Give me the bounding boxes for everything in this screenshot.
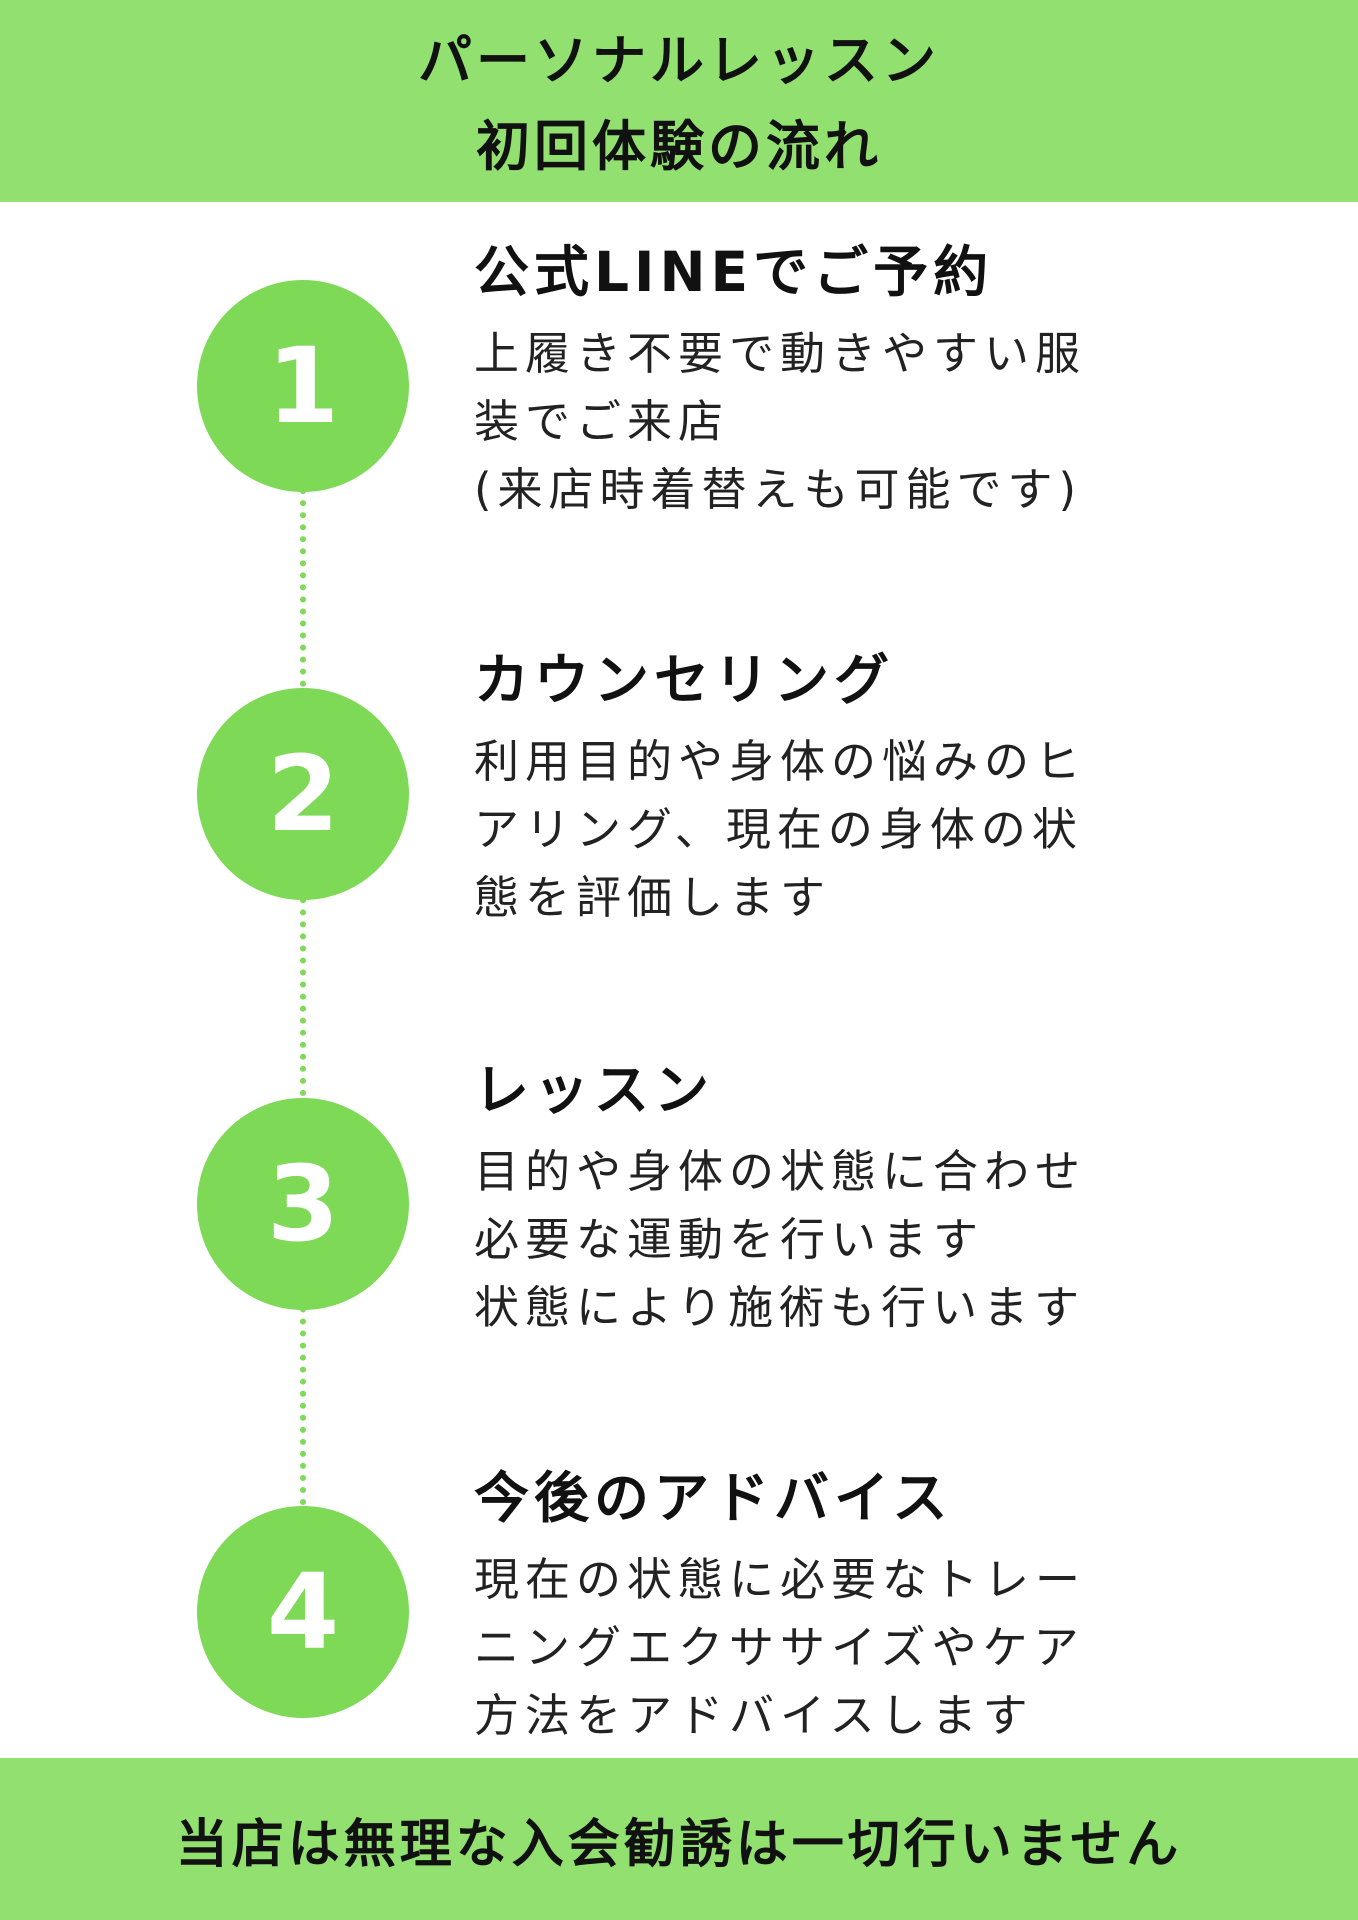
step-2: 2 カウンセリング 利用目的や身体の悩みのヒ アリング、現在の身体の状 態を評価…: [0, 640, 1358, 1020]
step-number-circle: 4: [197, 1506, 409, 1718]
step-description: 利用目的や身体の悩みのヒ アリング、現在の身体の状 態を評価します: [474, 728, 1134, 932]
description-line: 装でご来店: [474, 395, 730, 448]
step-number: 2: [266, 733, 340, 855]
step-title: 公式LINEでご予約: [474, 240, 994, 304]
description-line: 上履き不要で動きやすい服: [474, 327, 1087, 380]
description-line: アリング、現在の身体の状: [474, 803, 1083, 856]
step-title: カウンセリング: [474, 648, 895, 712]
description-line: 状態により施術も行います: [474, 1281, 1086, 1334]
description-line: 利用目的や身体の悩みのヒ: [474, 735, 1087, 788]
header-banner: パーソナルレッスン 初回体験の流れ: [0, 0, 1358, 202]
description-line: (来店時着替えも可能です): [474, 463, 1083, 516]
description-line: 態を評価します: [474, 871, 832, 924]
step-number: 4: [266, 1551, 340, 1673]
step-number-circle: 2: [197, 688, 409, 900]
step-3: 3 レッスン 目的や身体の状態に合わせ 必要な運動を行います 状態により施術も行…: [0, 1050, 1358, 1430]
step-number: 1: [266, 325, 340, 447]
description-line: 目的や身体の状態に合わせ: [474, 1145, 1087, 1198]
page-title-line-2: 初回体験の流れ: [476, 115, 882, 178]
description-line: 必要な運動を行います: [474, 1213, 985, 1266]
footer-banner: 当店は無理な入会勧誘は一切行いません: [0, 1758, 1358, 1920]
step-1: 1 公式LINEでご予約 上履き不要で動きやすい服 装でご来店 (来店時着替えも…: [0, 232, 1358, 612]
step-number: 3: [266, 1143, 340, 1265]
description-line: 方法をアドバイスします: [474, 1689, 1034, 1742]
description-line: ニングエクササイズやケア: [474, 1621, 1085, 1674]
step-description: 目的や身体の状態に合わせ 必要な運動を行います 状態により施術も行います: [474, 1138, 1134, 1342]
step-description: 現在の状態に必要なトレー ニングエクササイズやケア 方法をアドバイスします: [474, 1546, 1134, 1750]
step-number-circle: 3: [197, 1098, 409, 1310]
step-description: 上履き不要で動きやすい服 装でご来店 (来店時着替えも可能です): [474, 320, 1134, 524]
page-title-line-1: パーソナルレッスン: [418, 29, 940, 92]
footer-notice: 当店は無理な入会勧誘は一切行いません: [175, 1814, 1183, 1875]
step-title: レッスン: [474, 1058, 715, 1122]
step-number-circle: 1: [197, 280, 409, 492]
timeline-dotted-connector: [300, 440, 306, 1530]
description-line: 現在の状態に必要なトレー: [474, 1553, 1087, 1606]
step-4: 4 今後のアドバイス 現在の状態に必要なトレー ニングエクササイズやケア 方法を…: [0, 1458, 1358, 1838]
step-title: 今後のアドバイス: [474, 1466, 953, 1530]
